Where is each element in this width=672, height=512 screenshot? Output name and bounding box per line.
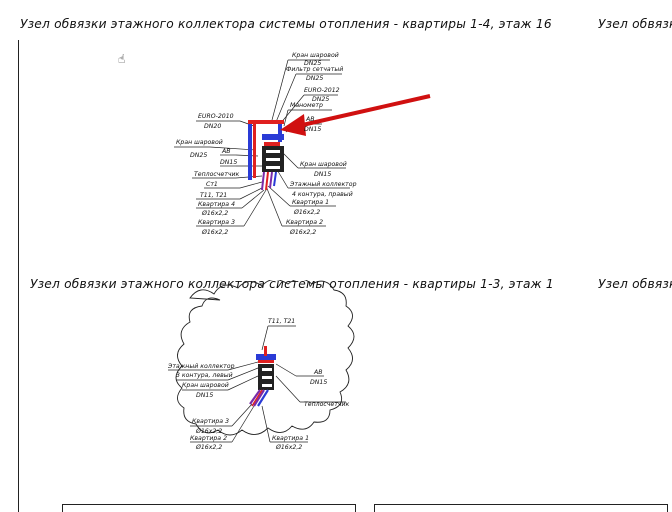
title-top-main: Узел обвязки этажного коллектора системы… [20,17,552,31]
label-manometr: Манометр [290,102,323,109]
label-kv3: Квартира 3 [198,219,235,226]
label-b-d16-c: Ø16х2,2 [275,443,302,451]
label-b-dn15: DN15 [196,392,213,399]
table-frame-right [374,504,668,512]
label-kv1: Квартира 1 [292,199,329,206]
label-b-kran-sharovoy: Кран шаровой [182,382,229,389]
label-kv2: Квартира 2 [286,219,323,226]
label-b-t11t21: Т11, Т21 [268,318,295,325]
label-dn15-left: DN15 [220,159,237,166]
label-dn20: DN20 [204,123,221,130]
label-kollektor: Этажный коллектор [289,181,357,188]
revision-cloud [175,280,355,436]
label-b-kollektor-sub: 3 контура, левый [176,372,233,379]
label-dn25-b: DN25 [306,75,323,82]
label-dn25-c: DN25 [312,96,329,103]
label-d16-a: Ø16х2,2 [201,209,228,217]
label-b-d16-a: Ø16х2,2 [195,427,222,435]
label-d16-b: Ø16х2,2 [201,228,228,236]
label-dn25-left: DN25 [190,152,207,159]
label-b-kv1: Квартира 1 [272,435,309,442]
label-st1: Ст1 [206,181,218,188]
label-d16-c: Ø16х2,2 [293,208,320,216]
label-dn25-a: DN25 [304,60,321,67]
label-euro2010: EURO-2010 [198,113,234,120]
diagram-bottom: Т11, Т21 Этажный коллектор 3 контура, ле… [167,280,355,451]
label-kollektor-sub: 4 контура, правый [292,191,353,198]
sheet-border-left [18,40,19,512]
label-d16-d: Ø16х2,2 [289,228,316,236]
label-dn15-r2: DN15 [314,171,331,178]
label-b-kollektor: Этажный коллектор [167,363,235,370]
label-ab-right: АВ [305,116,314,123]
leaders-bottom [168,325,346,443]
hand-cursor-icon: ☝ [118,52,126,66]
label-kran-sharovoy-left: Кран шаровой [176,139,223,146]
label-b-d16-b: Ø16х2,2 [195,443,222,451]
label-euro2012: EURO-2012 [304,87,340,94]
title-top-cut: Узел обвязк [598,17,672,31]
label-teploschetchik: Теплосчетчик [194,171,240,178]
table-frame-left [62,504,356,512]
label-t11t21: Т11, Т21 [200,192,227,199]
label-kv4: Квартира 4 [198,201,235,208]
label-kran-sharovoy-top: Кран шаровой [292,52,339,59]
label-ab-left: АВ [221,148,230,155]
label-dn15-right: DN15 [304,126,321,133]
title-bottom-cut: Узел обвязк [598,277,672,291]
piping-bottom [249,346,276,407]
label-kran-sharovoy-r2: Кран шаровой [300,161,347,168]
title-bottom-main: Узел обвязки этажного коллектора системы… [30,277,554,291]
label-b-ab: АВ [313,369,322,376]
annotation-arrow-icon [280,94,431,136]
label-filtr: Фильтр сетчатый [286,66,343,73]
piping-top [248,120,284,191]
label-b-kv2: Квартира 2 [190,435,227,442]
diagram-top: Кран шаровой DN25 Фильтр сетчатый DN25 E… [174,52,431,236]
label-b-kv3: Квартира 3 [192,418,229,425]
label-b-teploschetchik: Теплосчетчик [304,401,350,408]
label-b-dn15-right: DN15 [310,379,327,386]
